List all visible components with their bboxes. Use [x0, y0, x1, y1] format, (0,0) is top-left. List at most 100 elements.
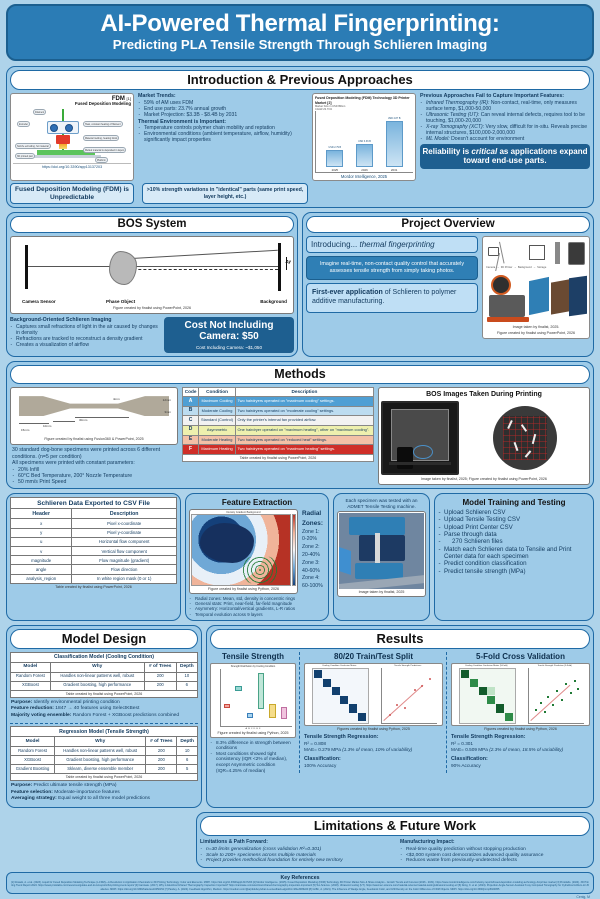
list-item: Infrared Thermography (IR): Non-contact,… [420, 100, 590, 112]
list-item: X-ray Tomography (XCT): Very slow, diffi… [420, 124, 590, 136]
list-item: 8.3% difference in strength between cond… [210, 740, 296, 751]
heatmap-figure: Density Gradient Background Figure creat… [189, 509, 298, 595]
r2-value: R² = 0.808 [304, 740, 327, 746]
classification-accuracy: 90% Accuracy [451, 763, 481, 769]
model-depth: 5 [176, 764, 198, 775]
bar-category: 2025 [331, 167, 339, 172]
results-title: Results [210, 628, 590, 649]
boxplot-figure: Strength Distribution by Cooling Conditi… [210, 662, 296, 738]
variation-band: >10% strength variations in "identical" … [142, 182, 308, 205]
thermal-fingerprinting-band: Introducing... thermal fingerprinting [306, 236, 478, 254]
bos-title: BOS System [10, 216, 294, 234]
condition-code: F [181, 444, 200, 455]
results-col2-metrics: Tensile Strength Regression: R² = 0.808 … [304, 734, 443, 769]
table-row: B Moderate Cooling Two hairdryers operat… [181, 405, 375, 417]
regression-table-caption: Table created by finalist using PowerPoi… [10, 774, 198, 782]
list-item-sub: 270 Schlieren files [438, 538, 590, 546]
classification-head: Classification: [451, 756, 488, 763]
model-why: Handles non-linear patterns well, robust [49, 671, 145, 682]
list-item: Ultrasonic Testing (UT): Can reveal inte… [420, 112, 590, 124]
model-trees: 200 [145, 764, 178, 775]
chart-subtitle: Market Size in USD Billion [315, 104, 346, 108]
table-row: C Standard (Control) Only the printer's … [181, 415, 375, 427]
table-row: Random Forest Handles non-linear pattern… [10, 671, 199, 682]
overview-caption-2: Figure created by finalist using PowerPo… [496, 331, 576, 336]
note: Majority voting ensemble: Random Forest … [11, 712, 180, 718]
fdm-diagram: Filament Extruder Heat, constant heating… [15, 109, 127, 164]
specimen-testing-caption: Each specimen was tested with an ADMET T… [337, 497, 426, 512]
mae-value: MAE= 0.509 MPa (2.3% of mean, 18.5% of v… [451, 746, 564, 752]
model-name: Random Forest [9, 745, 56, 757]
impact-list: Real-time quality prediction without sto… [400, 847, 590, 864]
list-item: Upload Schlieren CSV [438, 509, 590, 517]
bos-images-block: BOS Images Taken During Printing [378, 387, 590, 486]
results-col3-figcaption: Figures created by finalist using Python… [484, 726, 557, 731]
overview-caption-1: Image taken by finalist, 2025. [512, 325, 560, 330]
bos-diagram-box: Camera Sensor Phase Object Background Δy… [10, 236, 294, 315]
condition-desc: Two hairdryers operated on "moderate coo… [234, 405, 375, 417]
condition-code: C [181, 415, 200, 427]
csv-header-desc: Horizontal flow component [71, 536, 177, 548]
list-item: Match each Schlieren data to Tensile and… [438, 546, 590, 561]
limitations-head: Limitations & Path Forward: [200, 839, 268, 846]
method-name: Infrared Thermography (IR): [426, 99, 490, 106]
heatmap-image [191, 514, 291, 587]
market-trends-block: Market Trends: 59% of AM uses FDM End us… [138, 93, 308, 181]
chart-bars: USD 2.79 B 2025 USD 3.36 B 2026 USD 4.87… [315, 110, 413, 173]
section-project-overview: Project Overview Introducing... thermal … [302, 212, 594, 358]
list-item: 50 mm/s Print Speed [12, 479, 176, 485]
csv-caption: Table created by finalist using PowerPoi… [55, 584, 132, 589]
cv-scatter-title: Tensile Strength Prediction (5-Fold) [537, 664, 572, 667]
bos-diagram: Camera Sensor Phase Object Background Δy [13, 239, 291, 306]
model-depth: 10 [176, 745, 198, 757]
condition-desc: One hairdryer operated on "maximum heati… [234, 425, 375, 436]
methods-title: Methods [10, 365, 590, 385]
model-why: Handles non-linear patterns well, robust [54, 745, 147, 757]
limitations-left: Limitations & Path Forward: n=30 limits … [200, 839, 390, 864]
list-item: ML Model: Doesn't account for environmen… [420, 136, 590, 142]
overview-photo: Camera → 3D Printer → Background → Stora… [482, 236, 590, 340]
method-name: Ultrasonic Testing (UT): [426, 111, 480, 118]
classification-caption: Classification Model (Cooling Condition) [10, 651, 198, 662]
section-specimen-testing: Each specimen was tested with an ADMET T… [333, 493, 430, 621]
bos-label-phase: Phase Object [106, 299, 136, 305]
col-header: Header [9, 508, 73, 520]
cost-title: Cost Not Including Camera: $50 [184, 320, 274, 343]
r2-value: R² = 0.301 [451, 740, 474, 746]
col-header: # of Trees [143, 661, 177, 673]
list-item: Temporal evolution across 9 layers [189, 612, 325, 617]
bos-images-caption: Image taken by finalist, 2025; Figure cr… [421, 477, 547, 482]
cv-figures: Cooling Condition Confusion Matrix (5-Fo… [451, 662, 590, 726]
bos-label-delta-y: Δy [285, 259, 291, 265]
method-name: X-ray Tomography (XCT): [426, 123, 485, 130]
chart-ref: [2] [327, 100, 332, 105]
bos-label-background: Background [260, 299, 287, 305]
bar-value-label: USD 4.87 B [387, 117, 401, 121]
results-col1-notes: 8.3% difference in strength between cond… [210, 740, 296, 773]
mae-value: MAE= 0.279 MPa (1.3% of mean, 10% of var… [304, 746, 413, 752]
model-name: XGBoost [10, 680, 51, 691]
list-item: Real-time quality prediction without sto… [400, 847, 590, 853]
conditions-table: Code Condition Description A Maximum Coo… [181, 387, 375, 455]
specimen-info: 30 standard dog-bone specimens were prin… [10, 445, 178, 485]
specimen-count: 30 standard dog-bone specimens were prin… [12, 447, 161, 460]
section-limitations: Limitations & Future Work Limitations & … [196, 812, 594, 869]
results-col2-title: 80/20 Train/Test Split [334, 651, 413, 661]
section-references: Key References [1] Rosado, A. et al. (20… [6, 872, 594, 894]
fdm-ref: [1] [126, 96, 131, 102]
market-trends-list: 59% of AM uses FDM End use parts: 23.7% … [138, 100, 308, 118]
csv-header-name: x [9, 518, 73, 529]
method-desc: Very slow, difficult for in-situ. Reveal… [426, 123, 588, 136]
overview-title: Project Overview [306, 216, 590, 234]
regression-notes: Purpose: Predict ultimate tensile streng… [10, 781, 198, 804]
condition-code: B [181, 405, 200, 417]
note: Averaging strategy: Equal weight to all … [11, 796, 150, 802]
reliability-callout: Reliability is critical as applications … [420, 143, 590, 170]
csv-header-name: v [9, 546, 73, 557]
condition-desc: Two hairdryers operated on "reduced heat… [234, 434, 375, 446]
model-name: XGBoost [9, 755, 56, 766]
bos-figure-caption: Figure created by finalist using PowerPo… [112, 306, 192, 311]
classification-model-block: Classification Model (Cooling Condition)… [10, 651, 199, 721]
